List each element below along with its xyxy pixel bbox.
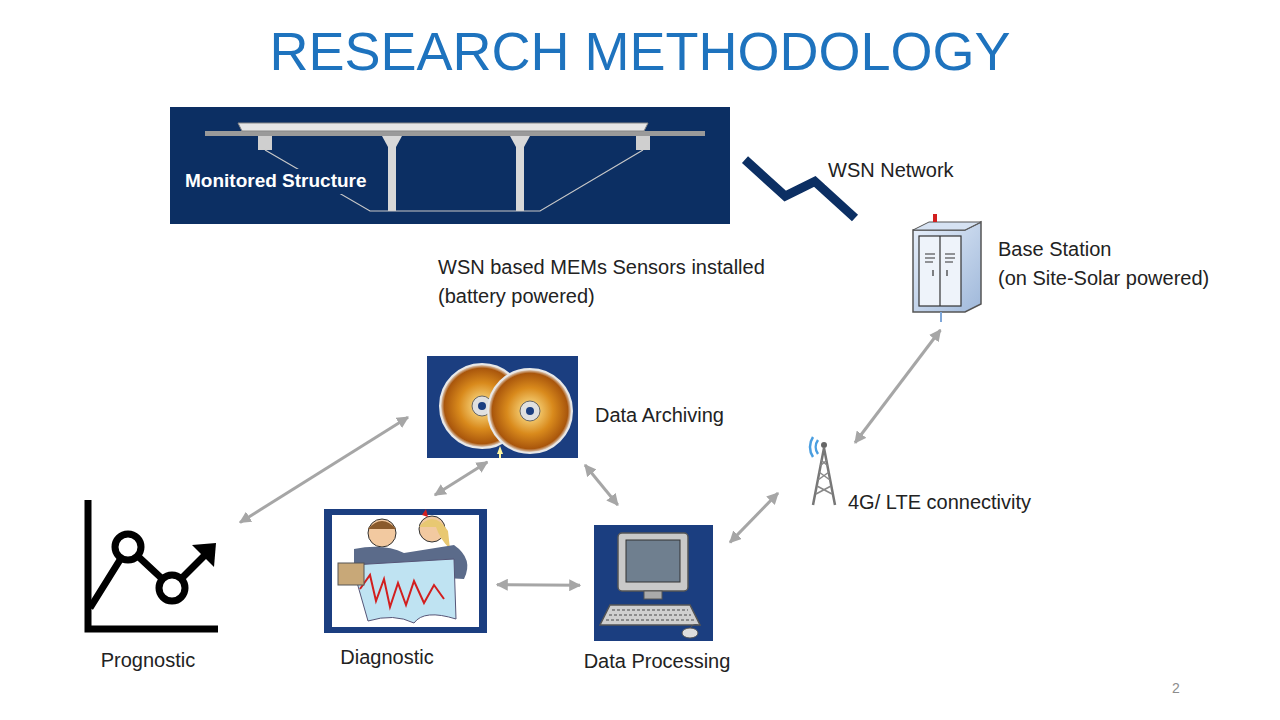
data-arrow (240, 417, 408, 522)
lte-tower-icon (805, 430, 840, 505)
data-arrow (497, 583, 580, 587)
node-label: (on Site-Solar powered) (998, 265, 1209, 291)
node-label: Prognostic (101, 647, 196, 673)
node-label: Data Processing (584, 648, 731, 674)
data-arrow (730, 493, 778, 542)
base-station-icon (903, 218, 990, 315)
page-title: RESEARCH METHODOLOGY (0, 20, 1280, 82)
link-label: WSN Network (825, 156, 957, 185)
node-label: 4G/ LTE connectivity (848, 489, 1031, 515)
node-label: Monitored Structure (183, 169, 369, 194)
monitored-structure-panel-icon (170, 107, 730, 224)
node-label: Diagnostic (340, 644, 433, 670)
page-number: 2 (1172, 678, 1202, 698)
node-label: Base Station (998, 236, 1111, 262)
sensor-note: WSN based MEMs Sensors installed (batter… (438, 253, 818, 311)
data-archiving-icon (427, 356, 578, 458)
diagnostic: Diagnostic (324, 509, 487, 633)
prognostic-icon (82, 498, 218, 634)
data-arrow (585, 465, 618, 505)
monitored-structure-panel: Monitored Structure (170, 107, 730, 224)
data-arrow (855, 330, 940, 443)
data-processing-icon (594, 525, 713, 641)
node-label: Data Archiving (595, 402, 724, 428)
data-arrow (435, 462, 488, 495)
base-station: Base Station(on Site-Solar powered) (903, 218, 990, 315)
data-archiving: Data Archiving (427, 356, 578, 458)
lte-tower: 4G/ LTE connectivity (805, 430, 840, 505)
data-processing: Data Processing (594, 525, 713, 641)
diagnostic-icon (324, 509, 487, 633)
prognostic: Prognostic (82, 498, 218, 634)
